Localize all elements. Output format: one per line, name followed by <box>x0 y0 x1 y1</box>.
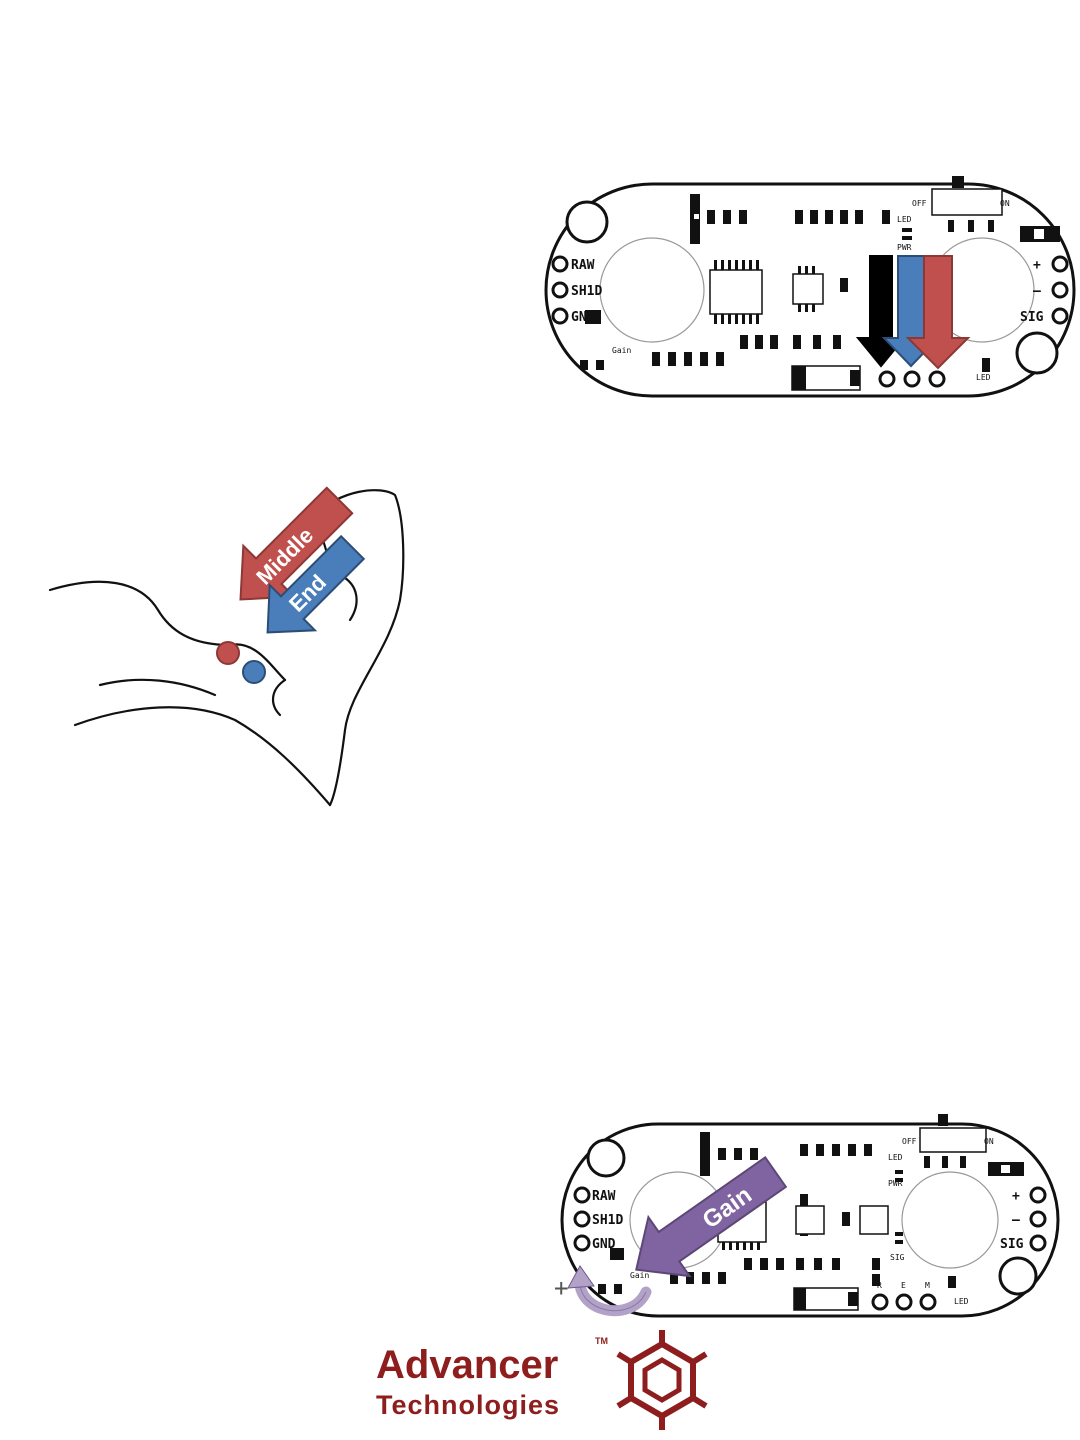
ic-chip-main <box>709 260 763 324</box>
pin-label-raw: RAW <box>571 258 595 273</box>
electrode-connectors: R E M <box>871 1281 937 1311</box>
electrode-label-m: M <box>925 1281 930 1290</box>
mounting-hole-icon <box>586 1138 626 1178</box>
pin-label-minus: – <box>1033 284 1041 299</box>
electrode-pad-right <box>901 1171 999 1269</box>
advancer-technologies-logo: Advancer TM Technologies <box>376 1330 708 1430</box>
switch-on-label: ON <box>1000 199 1010 208</box>
capacitor-icon <box>791 365 861 391</box>
pin-label-shield: SH1D <box>571 284 602 299</box>
switch-on-label: ON <box>984 1137 994 1146</box>
electrode-pad-left <box>599 237 705 343</box>
power-switch: OFF ON <box>912 176 1010 232</box>
mounting-hole-icon <box>565 200 609 244</box>
led-label-bottom: LED <box>954 1297 969 1306</box>
hexagon-emblem-icon <box>616 1330 708 1430</box>
electrode-connectors <box>878 370 946 388</box>
muscle-sensor-board-bottom: RAW SH1D GND + – SIG OFF ON LED PWR SIG <box>554 1114 1060 1318</box>
capacitor-icon <box>793 1287 859 1311</box>
pin-label-plus: + <box>1012 1189 1020 1204</box>
plus-sign: + <box>554 1274 568 1302</box>
smd-components <box>598 1132 956 1294</box>
mounting-hole-icon <box>998 1256 1038 1296</box>
middle-arrow-red <box>905 255 971 370</box>
smd-components-bottom <box>580 310 990 372</box>
right-pin-header: + – SIG <box>1020 255 1069 325</box>
muscle-sensor-board-top: RAW SH1D GND + – SIG OFF ON LED PWR <box>544 176 1076 398</box>
left-pin-header: RAW SH1D GND <box>551 255 602 325</box>
logo-tm: TM <box>595 1336 608 1346</box>
pin-label-raw: RAW <box>592 1189 616 1204</box>
power-switch: OFF ON <box>902 1114 994 1168</box>
pin-label-gnd: GND <box>592 1237 616 1252</box>
end-electrode-icon <box>242 660 266 684</box>
pin-label-shield: SH1D <box>592 1213 623 1228</box>
left-pin-header: RAW SH1D GND <box>573 1186 623 1252</box>
ic-chip-small <box>795 1205 889 1235</box>
pin-label-minus: – <box>1012 1213 1020 1228</box>
pin-label-plus: + <box>1033 258 1041 273</box>
middle-electrode-icon <box>216 641 240 665</box>
led-label: LED <box>888 1153 903 1162</box>
electrode-label-e: E <box>901 1281 906 1290</box>
ic-chip-small <box>792 266 824 312</box>
rotate-clockwise-icon <box>567 1265 652 1317</box>
pwr-label: PWR <box>888 1179 903 1188</box>
switch-off-label: OFF <box>902 1137 917 1146</box>
right-pin-header: + – SIG <box>1000 1186 1047 1252</box>
led-label: LED <box>897 215 912 224</box>
pin-label-sig: SIG <box>1000 1237 1024 1252</box>
led-label-bottom: LED <box>976 373 991 382</box>
logo-subtitle: Technologies <box>376 1390 560 1420</box>
gain-pot-label: Gain <box>630 1271 649 1280</box>
gain-pot-label: Gain <box>612 346 631 355</box>
switch-off-label: OFF <box>912 199 927 208</box>
sig-label: SIG <box>890 1253 905 1262</box>
flexed-arm-illustration: Middle End <box>48 486 405 807</box>
mounting-hole-icon <box>1015 331 1059 375</box>
pwr-label: PWR <box>897 243 912 252</box>
pin-label-sig: SIG <box>1020 310 1044 325</box>
electrode-label-r: R <box>877 1281 882 1290</box>
logo-name: Advancer <box>376 1343 558 1387</box>
